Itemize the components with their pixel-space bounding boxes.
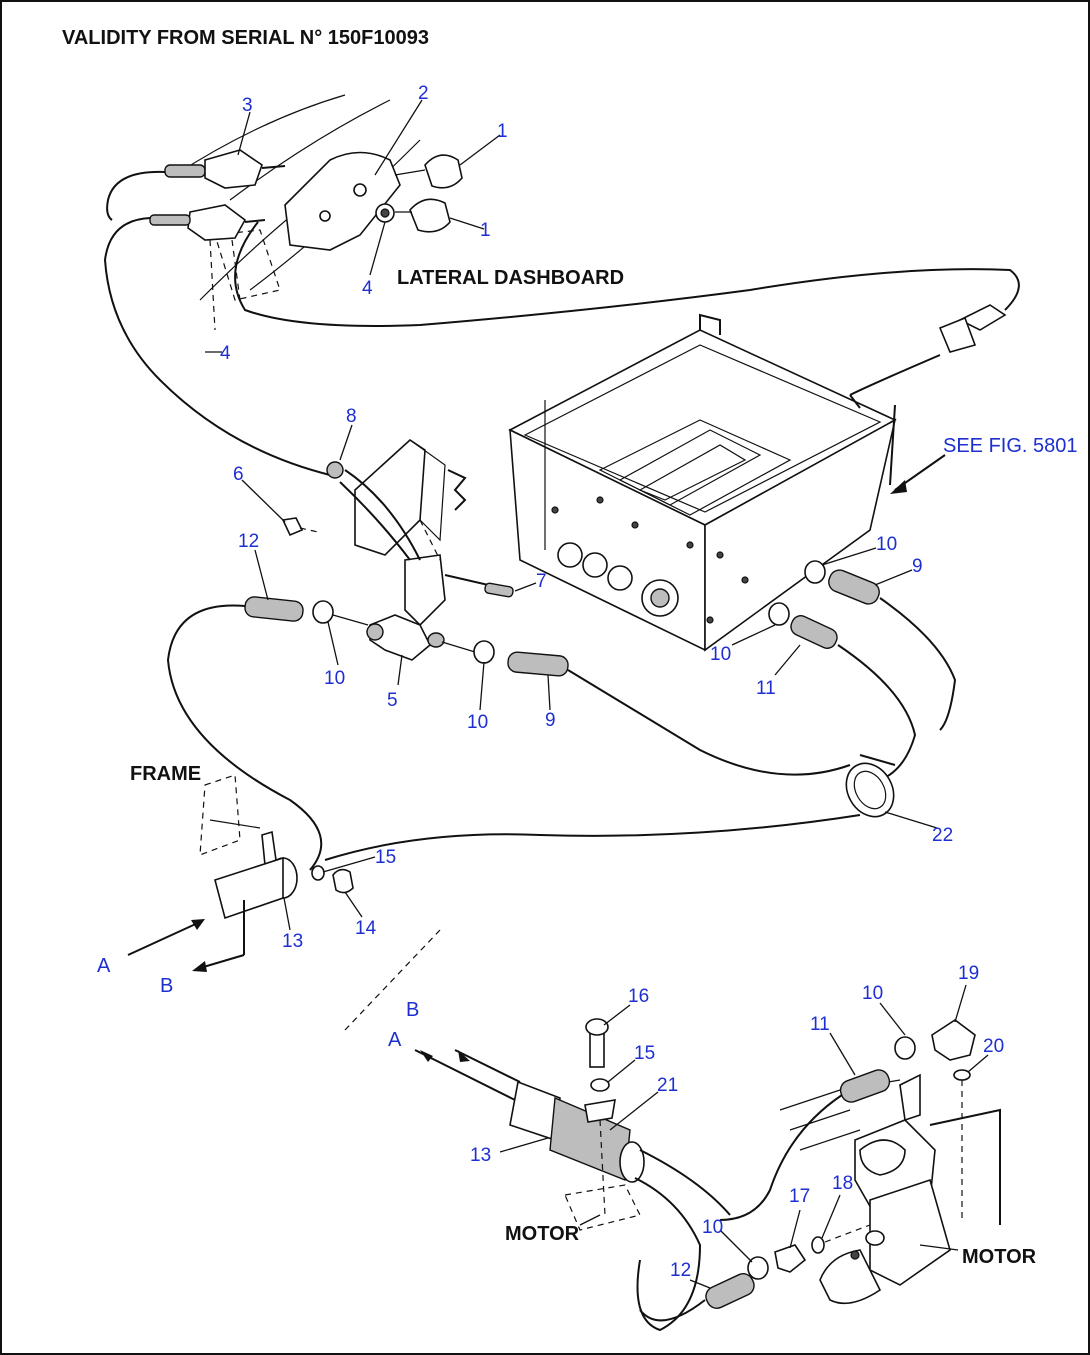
callout-13-motor: 13	[470, 1145, 491, 1166]
heater-box	[508, 313, 897, 652]
callout-2: 2	[418, 83, 429, 104]
callout-10-box-lower: 10	[710, 644, 731, 665]
callout-8: 8	[346, 406, 357, 427]
fitting-17	[774, 1244, 807, 1273]
callout-1-upper: 1	[497, 121, 508, 142]
hose-9-lower	[507, 651, 569, 677]
callout-11-upper: 11	[756, 678, 776, 699]
callout-13-frame: 13	[282, 931, 303, 952]
callout-12-upper: 12	[238, 531, 259, 552]
dashboard-panel	[284, 151, 401, 251]
motor-label-right: MOTOR	[962, 1246, 1037, 1268]
callout-11-lower: 11	[810, 1014, 830, 1035]
callout-9-lower: 9	[545, 710, 556, 731]
callout-10-motor-upper: 10	[862, 983, 883, 1004]
callout-1-lower: 1	[480, 220, 491, 241]
arrow-a-label-upper: A	[97, 955, 111, 977]
clamp-10-b	[473, 640, 495, 664]
callout-22: 22	[932, 825, 953, 846]
arrow-b-label-lower: B	[406, 999, 419, 1021]
hose-12-upper	[244, 596, 304, 622]
motor-assembly	[414, 1018, 1001, 1332]
clamp-10-a	[312, 600, 334, 624]
clamp-10-f	[747, 1256, 769, 1280]
bracket-8	[354, 438, 426, 556]
nut-8	[326, 461, 344, 479]
callout-15-frame: 15	[375, 847, 396, 868]
callout-5: 5	[387, 690, 398, 711]
callout-17: 17	[789, 1186, 810, 1207]
valve-assembly	[281, 438, 514, 661]
callout-21: 21	[657, 1075, 678, 1096]
callout-10-motor-lower: 10	[702, 1217, 723, 1238]
arrow-a-label-lower: A	[388, 1029, 402, 1051]
callout-7: 7	[536, 571, 547, 592]
valve-3-hose-end	[164, 164, 206, 178]
frame-label: FRAME	[130, 763, 201, 785]
callout-10-valve-right: 10	[467, 712, 488, 733]
valve-3	[204, 149, 263, 189]
cap-1-lower	[409, 198, 451, 233]
washer-15-lower	[590, 1078, 610, 1092]
callout-18: 18	[832, 1173, 853, 1194]
callout-4-cable: 4	[220, 343, 231, 364]
callout-10-valve-left: 10	[324, 668, 345, 689]
cap-1-upper	[424, 154, 463, 189]
lateral-dashboard-label: LATERAL DASHBOARD	[397, 267, 624, 289]
clamp-10-c	[804, 560, 826, 584]
callout-15-motor: 15	[634, 1043, 655, 1064]
callout-9-upper: 9	[912, 556, 923, 577]
motor-coupling	[819, 1249, 882, 1305]
arrow-b-label-upper: B	[160, 975, 173, 997]
elbow-19	[931, 1019, 976, 1061]
hose-11-upper	[790, 615, 838, 649]
hose-9-upper	[828, 569, 880, 605]
clamp-10-d	[768, 602, 790, 626]
callout-19: 19	[958, 963, 979, 984]
callout-4-grommet: 4	[362, 278, 373, 299]
break-line	[344, 929, 441, 1031]
dashboard-assembly	[103, 94, 1020, 476]
leader-lines	[205, 99, 989, 1289]
see-fig-reference: SEE FIG. 5801	[943, 435, 1078, 457]
clamp-10-e	[894, 1036, 916, 1060]
hose-11-lower	[839, 1069, 891, 1103]
screw-6	[281, 517, 304, 537]
validity-title: VALIDITY FROM SERIAL N° 150F10093	[62, 27, 429, 49]
valve-lower	[187, 204, 247, 241]
frame-connection	[127, 774, 354, 972]
callout-16: 16	[628, 986, 649, 1007]
callout-12-lower: 12	[670, 1260, 691, 1281]
nut-14	[332, 868, 354, 894]
bolt-7	[484, 582, 514, 598]
callout-6: 6	[233, 464, 244, 485]
frame-bracket	[261, 830, 277, 867]
hoses-upper	[166, 560, 957, 871]
valve-bracket	[404, 554, 446, 627]
washer-15	[311, 865, 325, 881]
callout-20: 20	[983, 1036, 1004, 1057]
clamp-22	[845, 754, 896, 818]
valve-5	[369, 614, 431, 661]
hose-12-lower	[705, 1273, 755, 1309]
callout-3: 3	[242, 95, 253, 116]
washer-18	[811, 1236, 825, 1254]
callout-14: 14	[355, 918, 377, 939]
callout-10-box: 10	[876, 534, 897, 555]
motor-label-left: MOTOR	[505, 1223, 580, 1245]
